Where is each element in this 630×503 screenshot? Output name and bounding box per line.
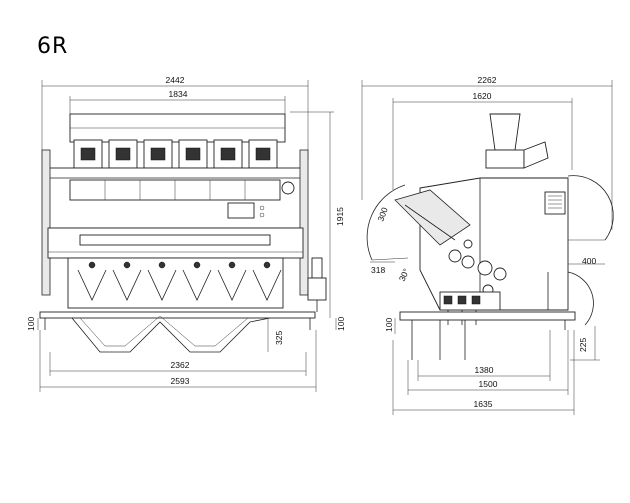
side-feed-hopper — [489, 113, 521, 151]
dimension-1500: 1500 — [407, 330, 569, 395]
svg-text:100: 100 — [26, 317, 36, 331]
dim-front-chute-width: 1834 — [169, 89, 188, 99]
model-title: 6R — [37, 34, 69, 59]
dimension-1834: 1834 — [69, 89, 286, 115]
svg-text:2362: 2362 — [171, 360, 190, 370]
ejector-section — [67, 257, 284, 309]
dim-angle: 30° — [397, 267, 411, 283]
dimension-1635: 1635 — [392, 330, 575, 415]
dimension-side-foot: 100 — [384, 318, 396, 334]
side-ejectors — [439, 291, 501, 311]
svg-text:100: 100 — [336, 317, 346, 331]
dimension-1380: 1380 — [417, 330, 551, 381]
side-base — [399, 311, 576, 321]
dimension-2442: 2442 — [41, 75, 309, 160]
dimension-1915: 1915 — [290, 111, 345, 318]
svg-text:1500: 1500 — [479, 379, 498, 389]
svg-text:1380: 1380 — [475, 365, 494, 375]
inclined-chute — [394, 189, 471, 246]
dimension-1620: 1620 — [392, 91, 573, 190]
svg-text:400: 400 — [582, 256, 596, 266]
svg-text:1620: 1620 — [473, 91, 492, 101]
dimension-2362: 2362 — [49, 352, 307, 376]
base-frame — [39, 311, 316, 319]
dimension-318: 318 — [370, 261, 395, 275]
svg-text:100: 100 — [384, 318, 394, 332]
front-view: 2442 1834 — [26, 75, 346, 392]
dimension-225: 225 — [570, 326, 600, 361]
svg-text:325: 325 — [274, 331, 284, 345]
power-knob-icon — [281, 181, 295, 195]
dimension-400: 400 — [568, 256, 605, 266]
dim-front-overall-width: 2442 — [166, 75, 185, 85]
dimension-325: 325 — [267, 318, 284, 352]
dimension-front-foot-left: 100 — [26, 317, 39, 331]
svg-text:1635: 1635 — [474, 399, 493, 409]
svg-text:318: 318 — [371, 265, 385, 275]
svg-text:2593: 2593 — [171, 376, 190, 386]
right-arc-upper — [567, 175, 614, 241]
right-arc-lower — [567, 271, 594, 326]
feeder-modules — [73, 139, 278, 169]
control-screen — [227, 202, 255, 219]
dim-front-height: 1915 — [335, 207, 345, 226]
dim-hopper-angle: 300 — [375, 206, 389, 223]
side-vent — [544, 191, 566, 215]
dimension-front-foot-right: 100 — [335, 317, 346, 331]
svg-text:2262: 2262 — [478, 75, 497, 85]
svg-text:225: 225 — [578, 338, 588, 352]
left-arc — [366, 184, 406, 261]
dimension-2593: 2593 — [39, 330, 317, 392]
side-view: 2262 1620 — [361, 75, 614, 415]
